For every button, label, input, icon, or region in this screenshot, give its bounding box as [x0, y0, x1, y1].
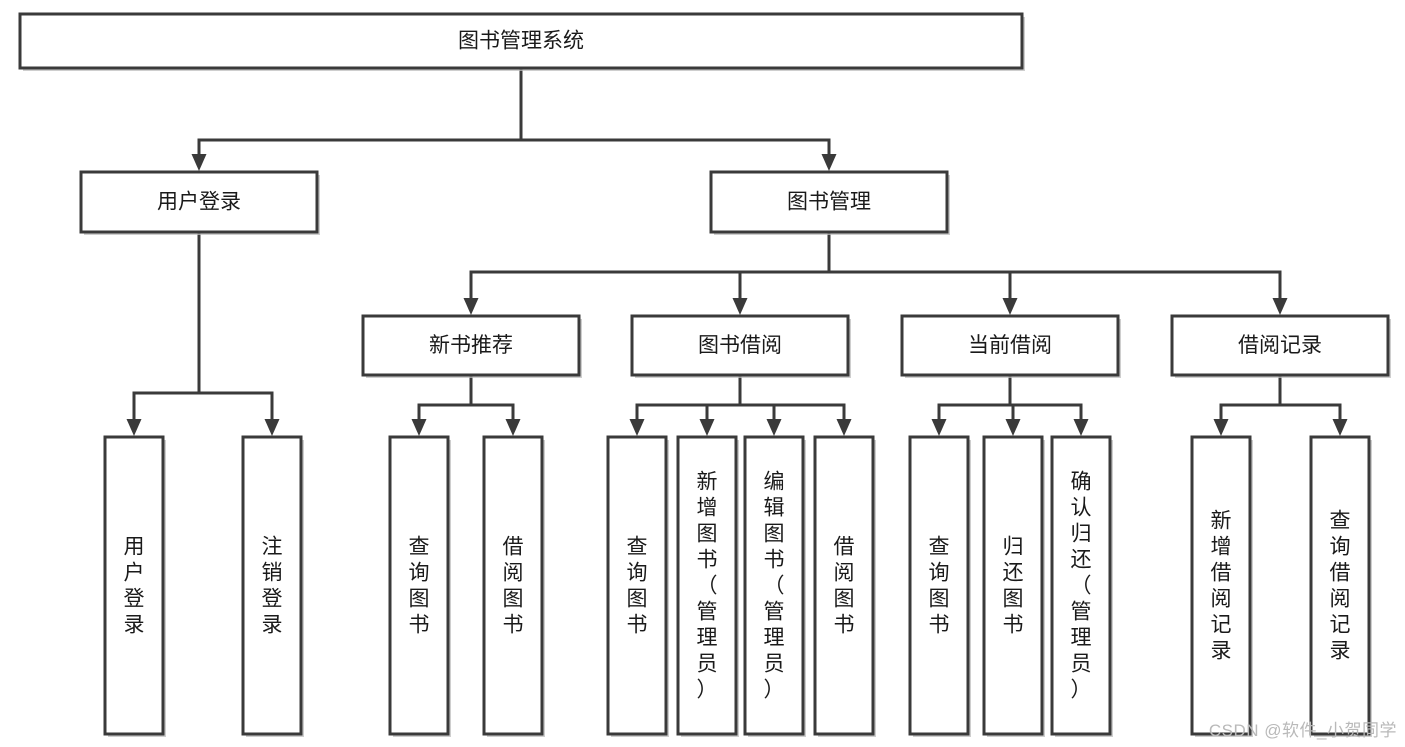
connector-conn-userlogin-to-leaves: [126, 230, 280, 436]
node-new-book-recommend[interactable]: 新书推荐: [361, 314, 582, 378]
node-leaf-user-login[interactable]: 用户登录: [103, 435, 166, 737]
node-label: 借阅记录: [1238, 334, 1322, 357]
connector-conn-borrow-to-leaves: [629, 373, 852, 436]
node-leaf-logout[interactable]: 注销登录: [241, 435, 304, 737]
node-leaf-query-book-3[interactable]: 查询图书: [908, 435, 971, 737]
node-user-login[interactable]: 用户登录: [79, 170, 320, 235]
node-label: 用户登录: [157, 191, 241, 214]
node-label: 借阅图书: [503, 536, 524, 637]
node-leaf-query-record[interactable]: 查询借阅记录: [1309, 435, 1372, 737]
node-leaf-borrow-book-1[interactable]: 借阅图书: [482, 435, 545, 737]
node-label: 查询借阅记录: [1330, 510, 1351, 663]
node-label: 新增图书（管理员）: [697, 471, 718, 702]
node-label: 当前借阅: [968, 334, 1052, 357]
node-label: 查询图书: [627, 536, 648, 637]
node-label: 确认归还（管理员）: [1071, 471, 1092, 702]
node-leaf-return-book[interactable]: 归还图书: [982, 435, 1045, 737]
node-label: 注销登录: [262, 536, 283, 637]
connector-conn-recommend-to-leaves: [411, 373, 521, 436]
node-borrow-record[interactable]: 借阅记录: [1170, 314, 1391, 378]
node-leaf-borrow-book-2[interactable]: 借阅图书: [813, 435, 876, 737]
node-root[interactable]: 图书管理系统: [18, 12, 1025, 71]
node-label: 借阅图书: [834, 536, 855, 637]
node-leaf-query-book-2[interactable]: 查询图书: [606, 435, 669, 737]
node-label: 归还图书: [1003, 536, 1024, 637]
node-label: 新书推荐: [429, 334, 513, 357]
node-label: 查询图书: [929, 536, 950, 637]
node-label: 编辑图书（管理员）: [764, 471, 785, 702]
node-leaf-add-book[interactable]: 新增图书（管理员）: [676, 435, 739, 737]
node-book-management[interactable]: 图书管理: [709, 170, 950, 235]
node-current-borrow[interactable]: 当前借阅: [900, 314, 1121, 378]
node-label: 用户登录: [124, 536, 145, 637]
node-book-borrow[interactable]: 图书借阅: [630, 314, 851, 378]
node-label: 图书管理系统: [458, 30, 584, 53]
node-label: 查询图书: [409, 536, 430, 637]
node-label: 新增借阅记录: [1211, 510, 1232, 663]
connector-conn-root-to-level2: [191, 66, 837, 171]
node-leaf-query-book-1[interactable]: 查询图书: [388, 435, 451, 737]
connector-conn-current-to-leaves: [931, 373, 1089, 436]
node-label: 图书管理: [787, 191, 871, 214]
node-leaf-add-record[interactable]: 新增借阅记录: [1190, 435, 1253, 737]
node-leaf-confirm-return[interactable]: 确认归还（管理员）: [1050, 435, 1113, 737]
node-label: 图书借阅: [698, 334, 782, 357]
connector-conn-record-to-leaves: [1213, 373, 1348, 436]
connector-conn-bookmgmt-to-level3: [463, 230, 1288, 315]
node-leaf-edit-book[interactable]: 编辑图书（管理员）: [743, 435, 806, 737]
